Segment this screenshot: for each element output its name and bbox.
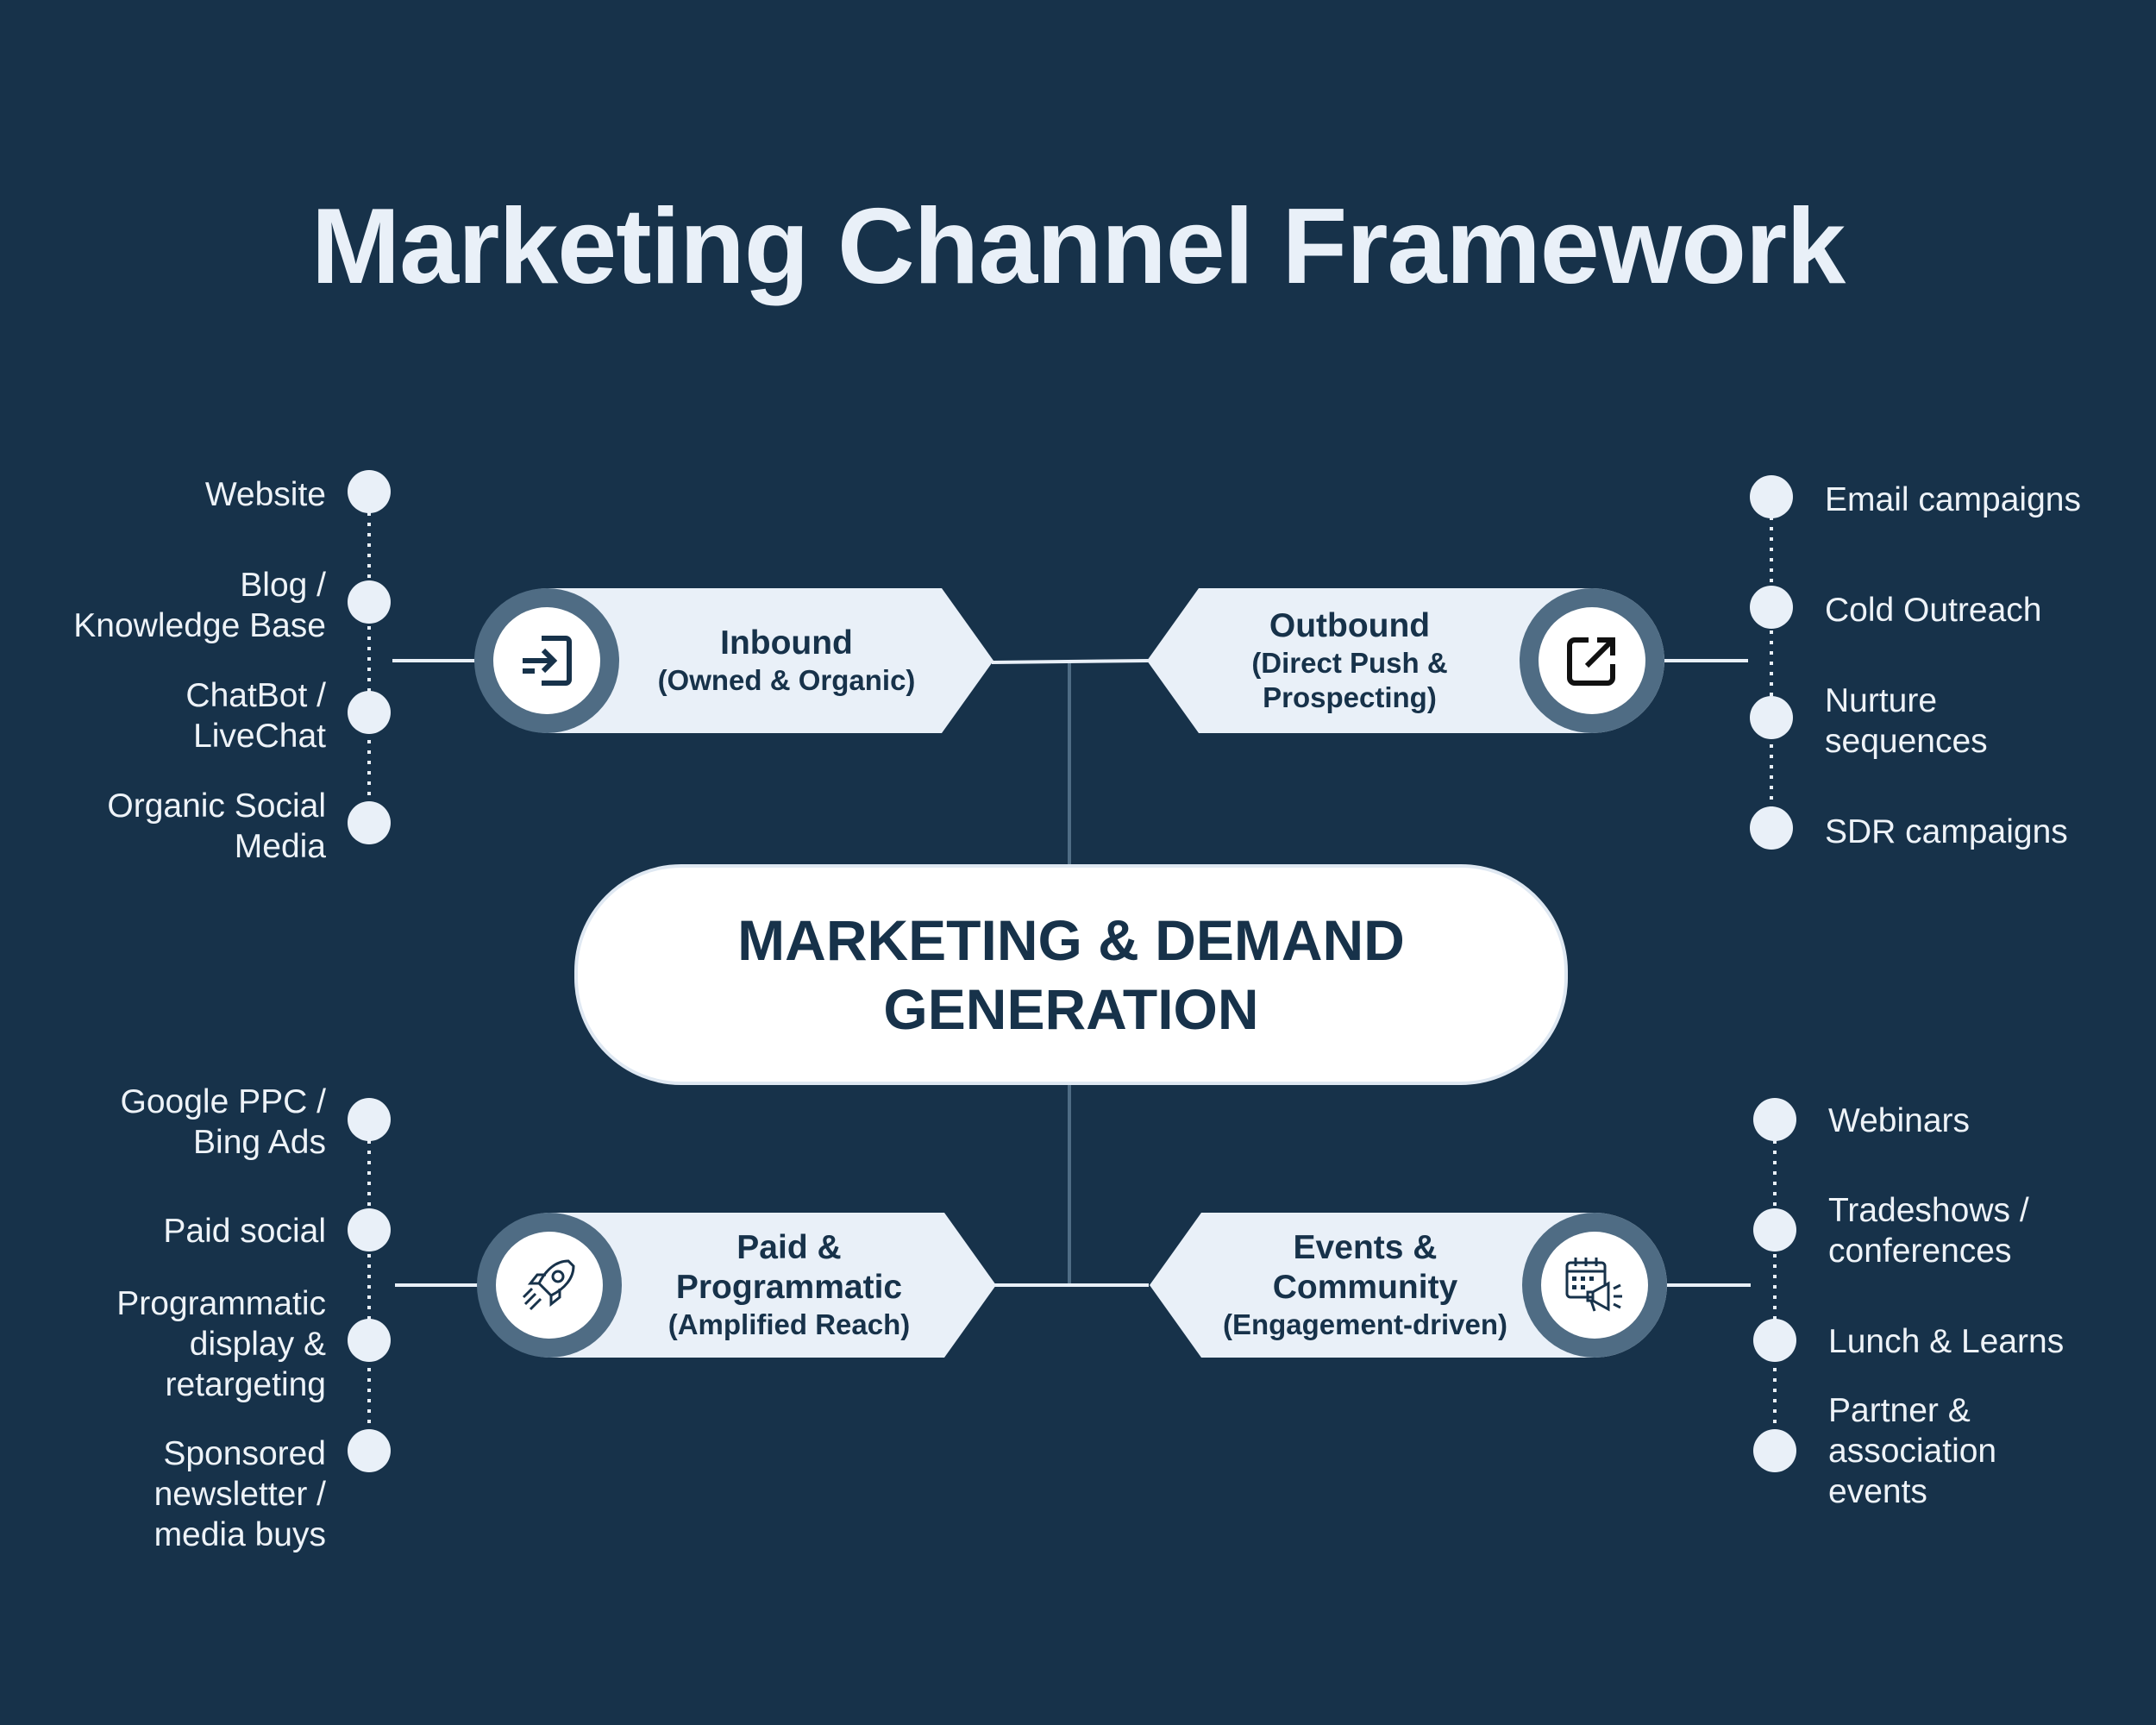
outbound-badge — [1520, 588, 1664, 733]
paid-dot-1 — [348, 1098, 391, 1141]
outbound-dot-2 — [1750, 586, 1793, 629]
inbound-subtitle: (Owned & Organic) — [657, 664, 916, 696]
outbound-dot-4 — [1750, 806, 1793, 850]
events-item-3: Lunch & Learns — [1828, 1323, 2065, 1360]
calendar-megaphone-icon — [1565, 1258, 1622, 1312]
inbound-dot-4 — [348, 801, 391, 844]
top-connector-line — [991, 659, 1150, 664]
inbound-dot-3 — [348, 691, 391, 734]
outbound-item-4: SDR campaigns — [1825, 813, 2068, 850]
paid-dot-2 — [348, 1208, 391, 1251]
outbound-subtitle: (Direct Push & Prospecting) — [1251, 647, 1448, 713]
outbound-title: Outbound — [1269, 607, 1431, 644]
outbound-item-3: Nurture sequences — [1825, 682, 1988, 760]
external-link-icon — [1567, 637, 1615, 686]
paid-subtitle: (Amplified Reach) — [667, 1308, 911, 1340]
inbound-title: Inbound — [720, 624, 853, 662]
events-dot-1 — [1753, 1098, 1796, 1141]
outbound-item-2: Cold Outreach — [1825, 592, 2042, 629]
paid-item-3: Programmatic display & retargeting — [116, 1285, 326, 1403]
page-title: Marketing Channel Framework — [310, 187, 1846, 306]
inbound-badge — [474, 588, 619, 733]
central-node-line-1: MARKETING & DEMAND — [737, 908, 1405, 972]
sign-in-icon — [523, 636, 572, 686]
inbound-item-2: Blog / Knowledge Base — [73, 567, 326, 644]
events-subtitle: (Engagement-driven) — [1222, 1308, 1508, 1340]
events-badge — [1522, 1213, 1667, 1358]
central-node: MARKETING & DEMAND GENERATION — [574, 864, 1568, 1085]
outbound-dot-1 — [1750, 475, 1793, 518]
events-dot-2 — [1753, 1208, 1796, 1251]
inbound-item-4: Organic Social Media — [107, 787, 326, 865]
events-dot-3 — [1753, 1319, 1796, 1362]
inbound-item-3: ChatBot / LiveChat — [185, 677, 326, 755]
paid-dot-3 — [348, 1319, 391, 1362]
outbound-item-1: Email campaigns — [1825, 481, 2081, 518]
events-item-2: Tradeshows / conferences — [1828, 1192, 2029, 1270]
paid-item-2: Paid social — [163, 1213, 326, 1250]
inbound-dot-2 — [348, 580, 391, 624]
rocket-icon — [522, 1259, 575, 1311]
paid-dot-4 — [348, 1429, 391, 1472]
outbound-dot-3 — [1750, 696, 1793, 739]
central-node-line-2: GENERATION — [883, 977, 1259, 1041]
events-dot-4 — [1753, 1429, 1796, 1472]
inbound-item-1: Website — [204, 476, 326, 513]
paid-item-4: Sponsored newsletter / media buys — [154, 1435, 326, 1553]
events-item-4: Partner & association events — [1828, 1392, 1997, 1510]
events-item-1: Webinars — [1828, 1102, 1971, 1139]
paid-title: Paid & Programmatic — [675, 1229, 903, 1306]
paid-item-1: Google PPC / Bing Ads — [120, 1083, 326, 1161]
inbound-dot-1 — [348, 470, 391, 513]
paid-badge — [477, 1213, 622, 1358]
events-title: Events & Community — [1272, 1229, 1458, 1306]
